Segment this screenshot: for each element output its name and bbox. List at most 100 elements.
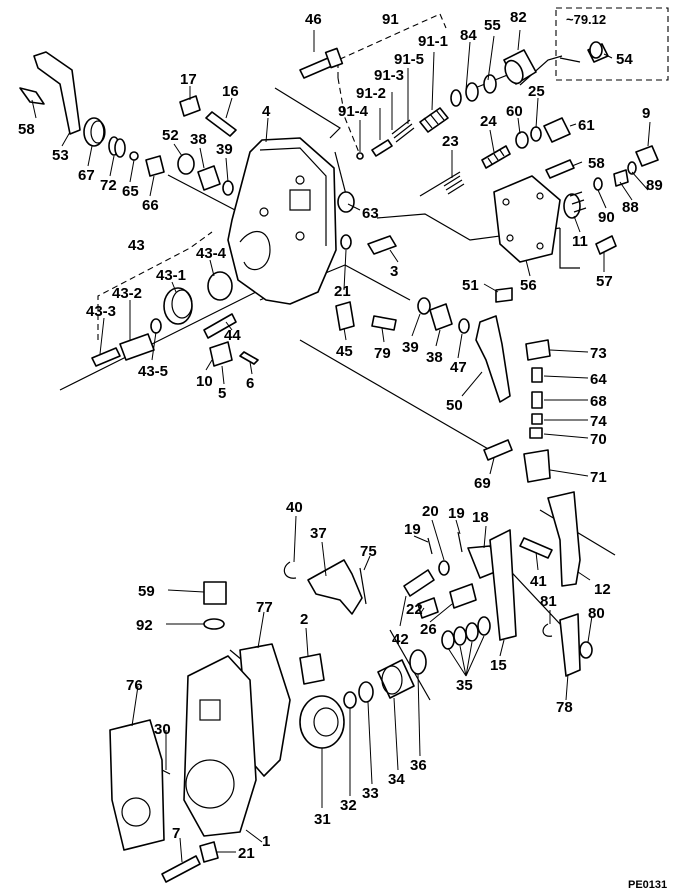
nut-66 (145, 155, 165, 177)
label-22: 22 (406, 601, 423, 618)
label-79: 79 (374, 345, 391, 362)
label-35: 35 (456, 677, 473, 694)
spring-43-1 (163, 287, 193, 325)
label-81: 81 (540, 593, 557, 610)
bolt-3 (367, 235, 397, 255)
label-11: 11 (572, 233, 588, 250)
label-58-left: 58 (18, 121, 35, 138)
label-56: 56 (520, 277, 537, 294)
ring-91-4 (356, 152, 364, 160)
label-63: 63 (362, 205, 379, 222)
clip-40 (283, 561, 297, 579)
label-43: 43 (128, 237, 145, 254)
label-57: 57 (596, 273, 613, 290)
label-7: 7 (172, 825, 180, 842)
weight-31 (299, 695, 345, 749)
plug-54 (587, 41, 609, 63)
washer-89 (627, 161, 637, 175)
label-1: 1 (262, 833, 270, 850)
label-53: 53 (52, 147, 69, 164)
washer-21 (340, 234, 352, 250)
clip-19a (427, 537, 433, 555)
nut-21b (199, 841, 219, 863)
label-41: 41 (530, 573, 547, 590)
label-45: 45 (336, 343, 353, 360)
label-43-2: 43-2 (112, 285, 142, 302)
label-17: 17 (180, 71, 197, 88)
label-9: 9 (642, 105, 650, 122)
label-64: 64 (590, 371, 607, 388)
label-55: 55 (484, 17, 501, 34)
nut-17 (179, 95, 201, 117)
washer-32 (343, 691, 357, 709)
label-18: 18 (472, 509, 489, 526)
label-21a: 21 (334, 283, 351, 300)
label-51: 51 (462, 277, 479, 294)
spring-64 (531, 367, 543, 383)
nut-60 (515, 131, 529, 149)
bolt-45 (335, 301, 355, 331)
spring-41 (519, 537, 553, 559)
inset-box (555, 7, 669, 81)
bolt-43-3 (91, 347, 121, 367)
label-84: 84 (460, 27, 477, 44)
label-91-3: 91-3 (374, 67, 404, 84)
block-10 (209, 341, 233, 367)
group-91-bracket (337, 13, 447, 156)
label-58-right: 58 (588, 155, 605, 172)
ring-33 (358, 681, 374, 703)
label-71: 71 (590, 469, 607, 486)
label-37: 37 (310, 525, 327, 542)
label-38a: 38 (190, 131, 207, 148)
label-16: 16 (222, 83, 239, 100)
washers-35 (441, 616, 491, 650)
spring-44 (203, 313, 237, 339)
label-21b: 21 (238, 845, 255, 862)
label-24: 24 (480, 113, 497, 130)
label-34: 34 (388, 771, 405, 788)
clip-19b (457, 531, 463, 553)
plate-26 (449, 583, 477, 609)
shaft-37 (307, 559, 363, 615)
label-20: 20 (422, 503, 439, 520)
label-12: 12 (594, 581, 611, 598)
label-47: 47 (450, 359, 467, 376)
lever-12 (547, 491, 581, 587)
clip-2 (299, 653, 325, 685)
label-75: 75 (360, 543, 377, 560)
label-25: 25 (528, 83, 545, 100)
inset-note: ~79.12 (566, 12, 606, 27)
label-32: 32 (340, 797, 357, 814)
label-91: 91 (382, 11, 399, 28)
fitting-38 (197, 165, 221, 191)
label-54: 54 (616, 51, 633, 68)
label-88: 88 (622, 199, 639, 216)
callout-labels: 46 91 82 84 55 91-1 91-5 91-3 91-2 91-4 … (18, 9, 667, 891)
label-68: 68 (590, 393, 607, 410)
washer-20 (438, 560, 450, 576)
bolt-7 (161, 855, 201, 883)
cap-70 (529, 427, 543, 439)
label-31: 31 (314, 811, 331, 828)
spring-43-2 (119, 333, 155, 361)
ring-39 (222, 180, 234, 196)
lever-15 (489, 529, 517, 641)
clip-81 (542, 623, 553, 637)
block-73 (525, 339, 551, 361)
ring-67 (83, 117, 106, 147)
bolt-79 (371, 315, 397, 331)
nut-88 (613, 169, 629, 187)
spring-11 (563, 191, 587, 219)
label-59: 59 (138, 583, 155, 600)
label-3: 3 (390, 263, 398, 280)
sleeve-52 (177, 153, 195, 175)
lever-50 (475, 315, 511, 403)
label-15: 15 (490, 657, 507, 674)
pin-69 (483, 439, 513, 461)
spring-91-3 (391, 119, 415, 143)
spring-24 (481, 145, 511, 169)
label-39a: 39 (216, 141, 233, 158)
plug-63 (337, 191, 355, 213)
label-91-2: 91-2 (356, 85, 386, 102)
label-43-5: 43-5 (138, 363, 168, 380)
